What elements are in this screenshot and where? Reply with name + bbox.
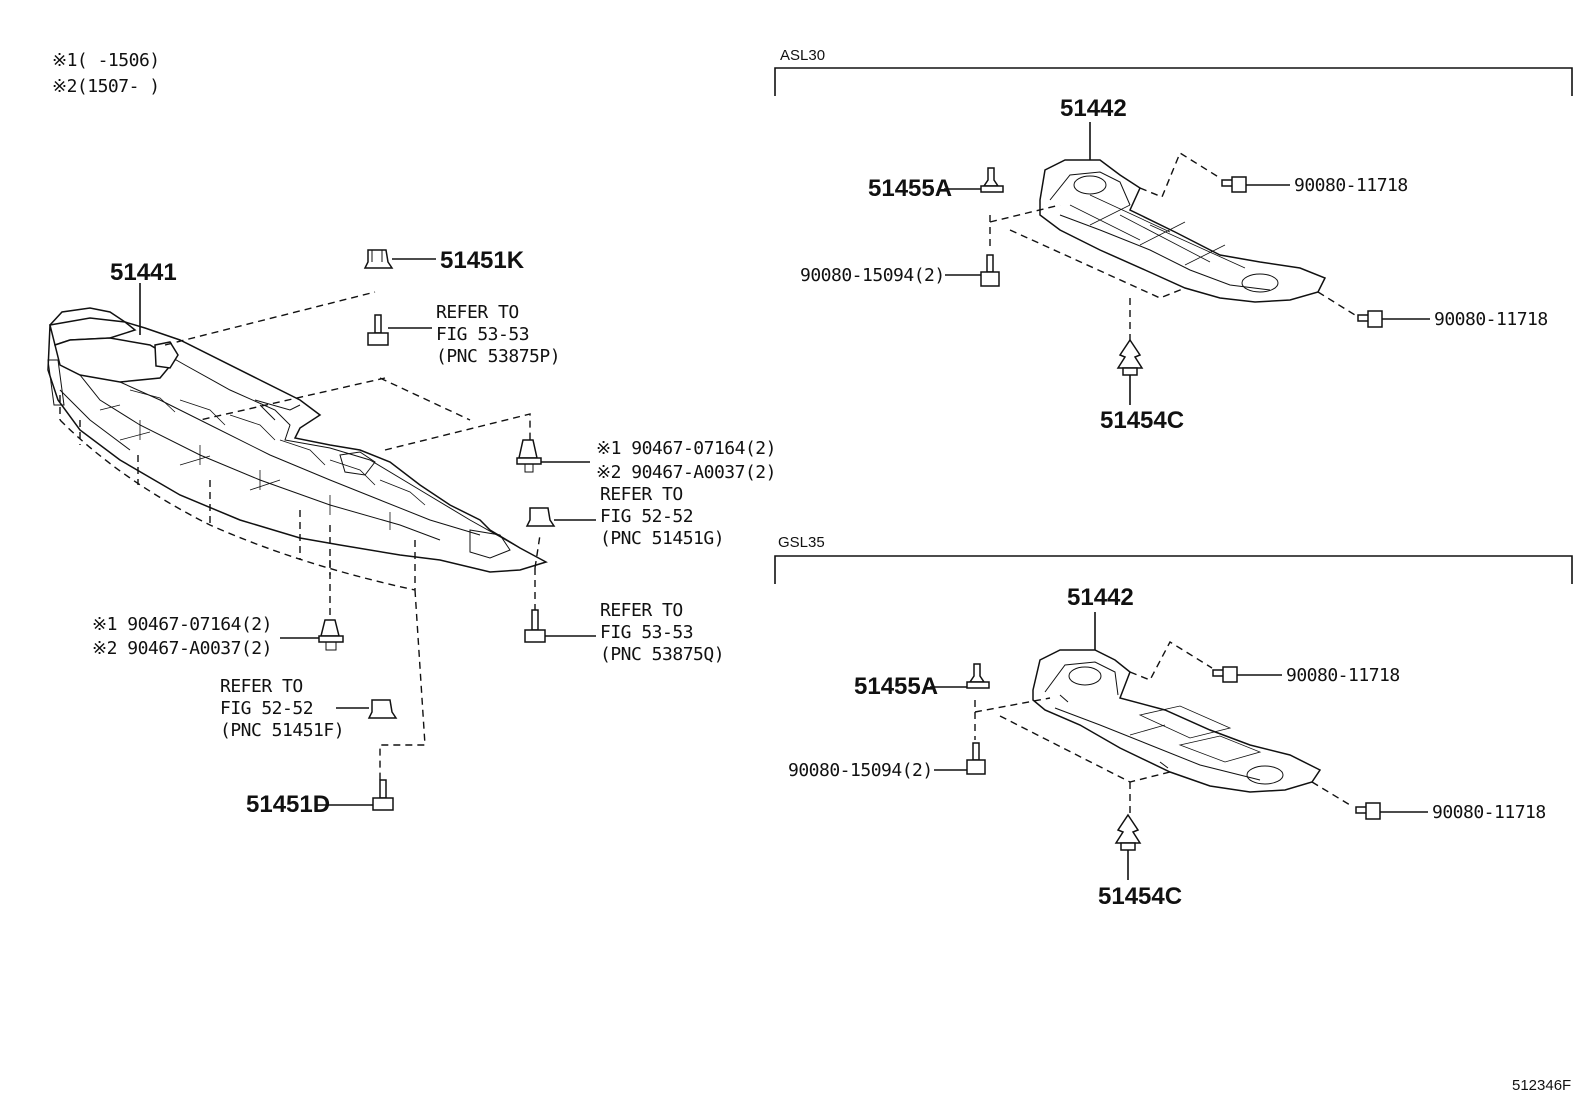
asl30-bolt-11718-top [1221, 176, 1247, 193]
gsl35-label-51454C: 51454C [1098, 883, 1182, 910]
asl30-label-51442: 51442 [1060, 95, 1127, 122]
svg-text:REFER TO: REFER TO [220, 676, 303, 697]
gsl35-clip-51454C [1114, 813, 1142, 851]
clip-right-90467 [516, 439, 542, 473]
label-51451K: 51451K [440, 247, 525, 274]
svg-text:(PNC 51451F): (PNC 51451F) [220, 720, 344, 741]
asl30-label-51455A: 51455A [868, 175, 952, 202]
asl30-label-15094: 90080-15094(2) [800, 265, 945, 286]
svg-text:FIG 53-53: FIG 53-53 [600, 622, 693, 643]
clip-51451K [363, 249, 394, 269]
svg-text:※2 90467-A0037(2): ※2 90467-A0037(2) [596, 462, 776, 483]
gsl35-clip-51455A [966, 663, 990, 689]
svg-text:REFER TO: REFER TO [436, 302, 519, 323]
label-51441: 51441 [110, 259, 177, 286]
note-1: ※1( -1506) [52, 50, 160, 71]
svg-text:REFER TO: REFER TO [600, 600, 683, 621]
asl30-label-11718-top: 90080-11718 [1294, 175, 1408, 196]
svg-text:FIG 52-52: FIG 52-52 [600, 506, 693, 527]
gsl35-dashed-guides [974, 641, 1351, 815]
gsl35-bolt-15094 [966, 742, 986, 775]
svg-text:REFER TO: REFER TO [600, 484, 683, 505]
gsl35-label-51455A: 51455A [854, 673, 938, 700]
label-51451D: 51451D [246, 791, 330, 818]
clip-51451G [525, 507, 556, 527]
svg-text:※2 90467-A0037(2): ※2 90467-A0037(2) [92, 638, 272, 659]
bolt-51451D [372, 779, 394, 811]
svg-text:(PNC 53875P): (PNC 53875P) [436, 346, 560, 367]
svg-text:※1 90467-07164(2): ※1 90467-07164(2) [596, 438, 776, 459]
bolt-53875P [367, 314, 389, 346]
asl30-label-11718-right: 90080-11718 [1434, 309, 1548, 330]
refer-51451F: REFER TO FIG 52-52 (PNC 51451F) [220, 676, 345, 741]
asl30-clip-51454C [1116, 338, 1144, 376]
clip-bottom-label: ※1 90467-07164(2) ※2 90467-A0037(2) [92, 614, 272, 659]
svg-text:※1 90467-07164(2): ※1 90467-07164(2) [92, 614, 272, 635]
gsl35-label: GSL35 [778, 534, 825, 551]
gsl35-label-51442: 51442 [1067, 584, 1134, 611]
gsl35-label-11718-right: 90080-11718 [1432, 802, 1546, 823]
svg-text:FIG 53-53: FIG 53-53 [436, 324, 529, 345]
asl30-section-bracket: ASL30 [774, 47, 1573, 96]
asl30-clip-51455A [980, 167, 1004, 193]
bolt-53875Q [524, 609, 546, 643]
svg-text:FIG 52-52: FIG 52-52 [220, 698, 313, 719]
asl30-cover-51442 [1039, 159, 1327, 303]
asl30-bolt-11718-right [1357, 310, 1383, 328]
asl30-bolt-15094 [980, 254, 1000, 287]
asl30-dashed-guides [989, 151, 1356, 340]
note-2: ※2(1507- ) [52, 76, 160, 97]
asl30-label: ASL30 [780, 47, 825, 64]
gsl35-bolt-11718-right [1355, 802, 1381, 820]
main-cover-dashed-guides [59, 291, 541, 780]
figure-id: 512346F [1512, 1077, 1571, 1094]
clip-51451F [367, 699, 398, 719]
clip-right-label: ※1 90467-07164(2) ※2 90467-A0037(2) [596, 438, 776, 483]
svg-text:(PNC 53875Q): (PNC 53875Q) [600, 644, 724, 665]
refer-53875Q: REFER TO FIG 53-53 (PNC 53875Q) [600, 600, 725, 665]
gsl35-bolt-11718-top [1212, 666, 1238, 683]
gsl35-cover-51442 [1032, 649, 1322, 793]
gsl35-label-15094: 90080-15094(2) [788, 760, 933, 781]
asl30-label-51454C: 51454C [1100, 407, 1184, 434]
svg-text:(PNC 51451G): (PNC 51451G) [600, 528, 724, 549]
gsl35-label-11718-top: 90080-11718 [1286, 665, 1400, 686]
refer-51451G: REFER TO FIG 52-52 (PNC 51451G) [600, 484, 725, 549]
gsl35-section-bracket: GSL35 [774, 534, 1573, 584]
engine-under-cover-51441 [47, 307, 548, 573]
refer-53875P: REFER TO FIG 53-53 (PNC 53875P) [436, 302, 561, 367]
clip-bottom-90467 [318, 619, 344, 651]
